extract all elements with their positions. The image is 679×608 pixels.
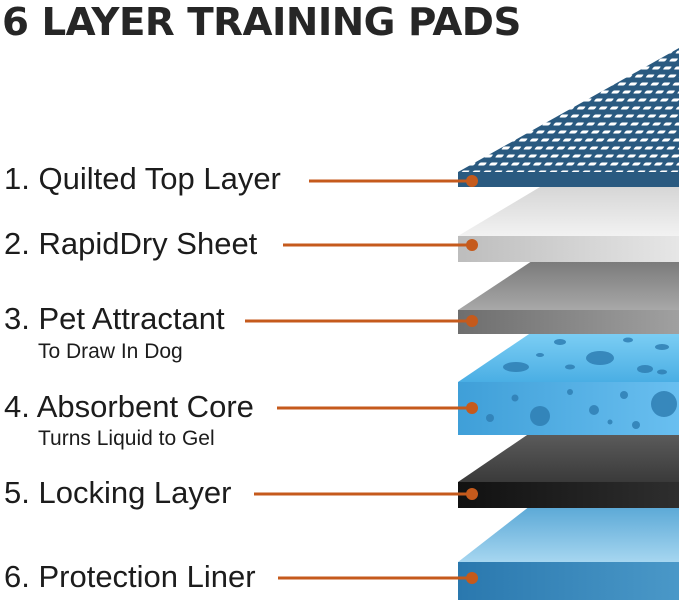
layer-5-locking-layer (458, 433, 679, 508)
layer-1-label: 1. Quilted Top Layer (4, 161, 281, 196)
layer-3-pet-attractant (458, 261, 679, 334)
layer-2-rapiddry-sheet (458, 187, 679, 262)
layer-4-sublabel: Turns Liquid to Gel (38, 427, 215, 450)
layer-6-protection-liner (458, 506, 679, 600)
leader-dot-6 (466, 572, 478, 584)
diagram-title: 6 LAYER TRAINING PADS (2, 0, 521, 44)
leader-dot-2 (466, 239, 478, 251)
leader-dot-3 (466, 315, 478, 327)
leader-dot-1 (466, 175, 478, 187)
layer-6-label: 6. Protection Liner (4, 559, 256, 594)
layer-3-sublabel: To Draw In Dog (38, 340, 183, 363)
gel-bubbles (486, 337, 677, 429)
layer-2-label: 2. RapidDry Sheet (4, 226, 258, 261)
layer-3-label: 3. Pet Attractant (4, 301, 225, 336)
layer-1-quilted-top (458, 48, 679, 187)
leader-dot-4 (466, 402, 478, 414)
leader-dot-5 (466, 488, 478, 500)
layer-4-label: 4. Absorbent Core (4, 389, 254, 424)
layer-4-absorbent-core (458, 330, 679, 435)
layer-5-label: 5. Locking Layer (4, 475, 232, 510)
